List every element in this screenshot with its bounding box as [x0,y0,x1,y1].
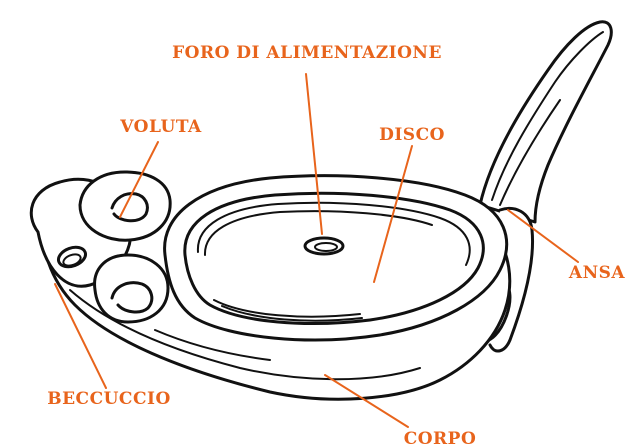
label-handle: ANSA [568,263,626,283]
label-nozzle: BECCUCCIO [47,389,171,409]
oil-lamp-drawing [31,22,611,399]
fill-hole-shape [305,238,343,254]
label-body: CORPO [404,429,477,448]
label-fill-hole: FORO DI ALIMENTAZIONE [172,43,442,63]
label-disc: DISCO [379,125,445,145]
label-volute: VOLUTA [119,117,202,137]
